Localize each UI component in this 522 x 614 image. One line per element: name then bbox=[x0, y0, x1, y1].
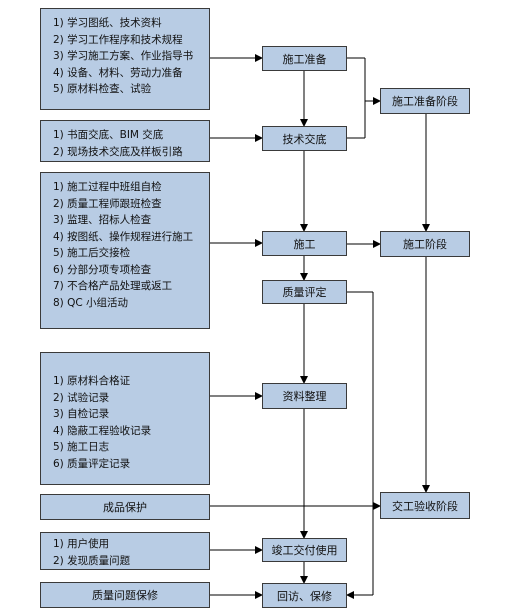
docs-tasks-box: 1) 原材料合格证 2) 试验记录 3) 自检记录 4) 隐蔽工程验收记录 5) 施工日… bbox=[40, 352, 210, 485]
list-item: 3) 自检记录 bbox=[53, 408, 110, 420]
center-prep: 施工准备 bbox=[262, 46, 347, 71]
construction-tasks-box: 1) 施工过程中班组自检 2) 质量工程师跟班检查 3) 监理、招标人检查 4) 按图… bbox=[40, 172, 210, 329]
list-item: 2) 试验记录 bbox=[53, 391, 110, 404]
list-item: 2) 学习工作程序和技术规程 bbox=[53, 33, 183, 46]
protect-box: 成品保护 bbox=[40, 494, 210, 520]
prep-tasks-box: 1) 学习图纸、技术资料 2) 学习工作程序和技术规程 3) 学习施工方案、作业指导… bbox=[40, 8, 210, 110]
list-item: 5) 原材料检查、试验 bbox=[53, 83, 152, 95]
list-item: 1) 原材料合格证 bbox=[53, 375, 131, 387]
warranty-box: 质量问题保修 bbox=[40, 582, 210, 608]
stage-prep: 施工准备阶段 bbox=[380, 88, 470, 114]
list-item: 2) 质量工程师跟班检查 bbox=[53, 197, 162, 210]
list-item: 3) 监理、招标人检查 bbox=[53, 214, 152, 226]
center-handover: 竣工交付使用 bbox=[262, 538, 347, 562]
list-item: 3) 学习施工方案、作业指导书 bbox=[53, 50, 194, 62]
list-item: 6) 质量评定记录 bbox=[53, 457, 131, 470]
list-item: 1) 施工过程中班组自检 bbox=[53, 181, 162, 193]
list-item: 2) 现场技术交底及样板引路 bbox=[53, 145, 183, 158]
stage-acceptance: 交工验收阶段 bbox=[380, 492, 470, 519]
list-item: 1) 用户使用 bbox=[53, 538, 110, 550]
list-item: 7) 不合格产品处理或返工 bbox=[53, 280, 173, 292]
list-item: 5) 施工后交接检 bbox=[53, 247, 131, 259]
stage-construction: 施工阶段 bbox=[380, 231, 470, 257]
list-item: 2) 发现质量问题 bbox=[53, 554, 131, 567]
list-item: 6) 分部分项专项检查 bbox=[53, 263, 152, 276]
center-assessment: 质量评定 bbox=[262, 280, 347, 304]
center-revisit: 回访、保修 bbox=[262, 583, 347, 608]
tech-tasks-box: 1) 书面交底、BIM 交底 2) 现场技术交底及样板引路 bbox=[40, 120, 210, 162]
center-tech: 技术交底 bbox=[262, 126, 347, 151]
list-item: 4) 设备、材料、劳动力准备 bbox=[53, 66, 183, 79]
list-item: 5) 施工日志 bbox=[53, 441, 110, 453]
center-docs: 资料整理 bbox=[262, 383, 347, 409]
list-item: 4) 隐蔽工程验收记录 bbox=[53, 424, 152, 437]
center-construction: 施工 bbox=[262, 231, 347, 256]
list-item: 4) 按图纸、操作规程进行施工 bbox=[53, 230, 194, 243]
list-item: 1) 学习图纸、技术资料 bbox=[53, 17, 162, 29]
use-tasks-box: 1) 用户使用 2) 发现质量问题 bbox=[40, 532, 210, 570]
list-item: 8) QC 小组活动 bbox=[53, 296, 129, 309]
list-item: 1) 书面交底、BIM 交底 bbox=[53, 129, 164, 141]
